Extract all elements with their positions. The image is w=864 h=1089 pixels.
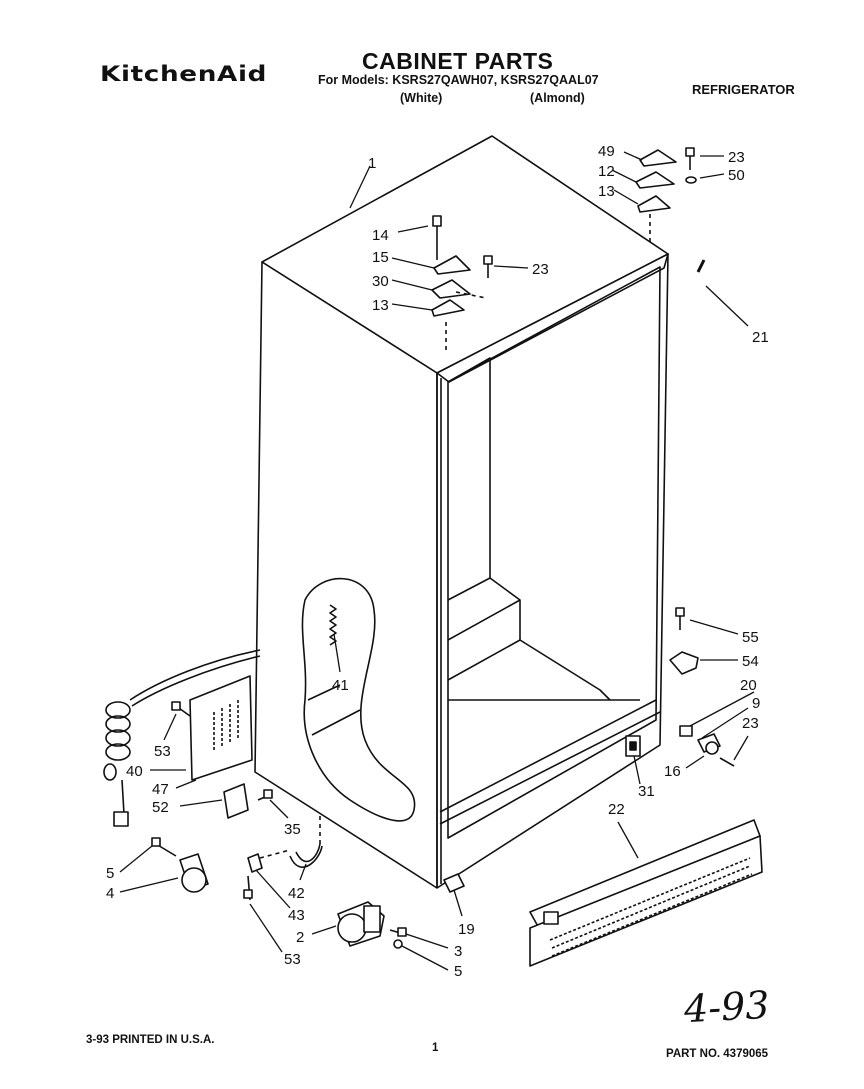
side-cutout [301, 577, 416, 822]
page-number: 1 [432, 1042, 439, 1054]
callout-23: 23 [742, 715, 759, 732]
callout-labels: 1 49 12 13 23 50 14 15 23 30 13 21 41 55… [106, 143, 769, 980]
category-label: REFRIGERATOR [692, 82, 795, 97]
base-grille [529, 819, 763, 967]
callout-13: 13 [372, 297, 389, 314]
callout-16: 16 [664, 763, 681, 780]
leader-lines [119, 151, 755, 971]
callout-40: 40 [126, 763, 143, 780]
callout-35: 35 [284, 821, 301, 838]
left-hinge-parts [431, 215, 493, 352]
part-number: PART NO. 4379065 [666, 1048, 769, 1060]
cabinet-body [254, 135, 669, 889]
variant-white: (White) [400, 91, 443, 105]
control-box-and-cord [103, 649, 261, 827]
caster-rear [337, 901, 407, 949]
pin-part [696, 259, 706, 273]
callout-23: 23 [532, 261, 549, 278]
right-leveler-parts [625, 607, 735, 767]
callout-23: 23 [728, 149, 745, 166]
callout-50: 50 [728, 167, 745, 184]
callout-13: 13 [598, 183, 615, 200]
brand-logo: KitchenAid [100, 62, 267, 86]
callout-14: 14 [372, 227, 389, 244]
callout-20: 20 [740, 677, 757, 694]
callout-3: 3 [454, 943, 462, 960]
callout-22: 22 [608, 801, 625, 818]
printed-note: 3-93 PRINTED IN U.S.A. [86, 1034, 215, 1046]
models-line: For Models: KSRS27QAWH07, KSRS27QAAL07 [318, 73, 599, 87]
callout-30: 30 [372, 273, 389, 290]
handwritten-date-note: 4-93 [682, 982, 771, 1032]
callout-9: 9 [752, 695, 760, 712]
foot-part [443, 873, 465, 893]
callout-42: 42 [288, 885, 305, 902]
bracket-part [223, 783, 249, 819]
page-title: CABINET PARTS [362, 48, 554, 74]
drain-tube-parts [243, 816, 323, 901]
callout-15: 15 [372, 249, 389, 266]
right-hinge-parts [635, 147, 697, 244]
variant-almond: (Almond) [530, 91, 585, 105]
callout-5: 5 [106, 865, 114, 882]
callout-53: 53 [284, 951, 301, 968]
spring-part [329, 604, 337, 646]
caster-front [151, 837, 209, 893]
callout-2: 2 [296, 929, 304, 946]
callout-12: 12 [598, 163, 615, 180]
callout-31: 31 [638, 783, 655, 800]
callout-4: 4 [106, 885, 114, 902]
callout-54: 54 [742, 653, 759, 670]
callout-21: 21 [752, 329, 769, 346]
callout-49: 49 [598, 143, 615, 160]
callout-47: 47 [152, 781, 169, 798]
callout-19: 19 [458, 921, 475, 938]
callout-43: 43 [288, 907, 305, 924]
callout-55: 55 [742, 629, 759, 646]
callout-1: 1 [368, 155, 376, 172]
callout-5: 5 [454, 963, 462, 980]
callout-41: 41 [332, 677, 349, 694]
callout-53: 53 [154, 743, 171, 760]
callout-52: 52 [152, 799, 169, 816]
